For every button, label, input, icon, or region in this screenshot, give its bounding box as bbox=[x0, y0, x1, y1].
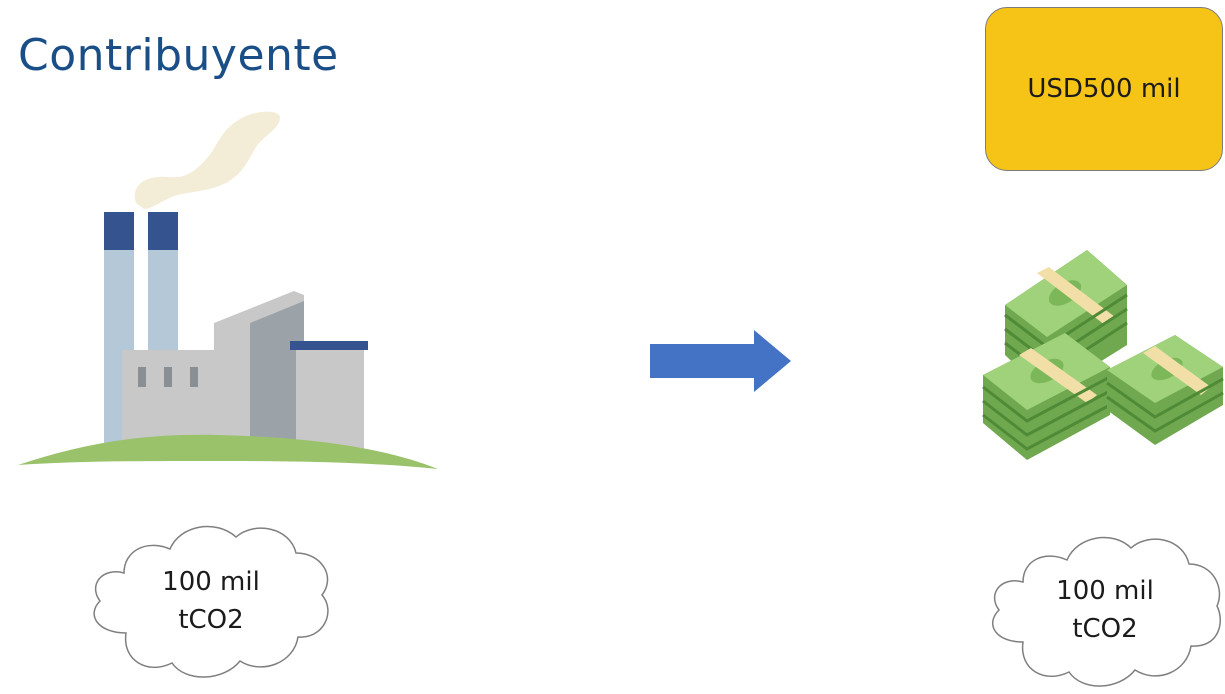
arrow-right-icon bbox=[650, 330, 791, 392]
emissions-cloud-right: 100 mil tCO2 bbox=[985, 528, 1225, 694]
emissions-cloud-left: 100 mil tCO2 bbox=[86, 515, 336, 685]
price-label: USD500 mil bbox=[1027, 74, 1181, 104]
smoke-icon bbox=[134, 111, 280, 209]
factory-icon bbox=[18, 111, 438, 469]
cloud-line-2: tCO2 bbox=[178, 605, 244, 635]
cloud-line-1: 100 mil bbox=[162, 567, 260, 597]
cloud-icon bbox=[992, 536, 1221, 687]
cloud-line-2: tCO2 bbox=[1072, 614, 1138, 644]
money-stacks-icon bbox=[982, 250, 1224, 460]
price-box: USD500 mil bbox=[985, 7, 1223, 171]
page-title: Contribuyente bbox=[18, 30, 339, 81]
cloud-icon bbox=[93, 525, 329, 678]
cloud-line-1: 100 mil bbox=[1056, 576, 1154, 606]
